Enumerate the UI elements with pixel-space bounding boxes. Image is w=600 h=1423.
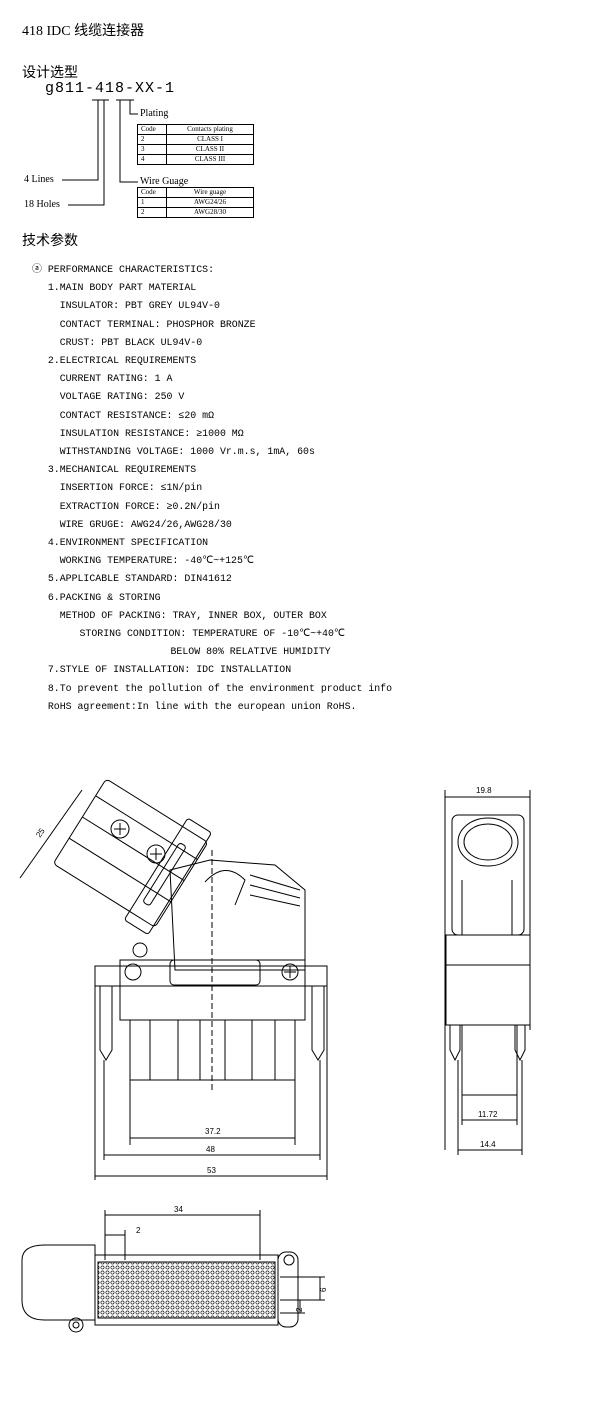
spec-line: INSULATOR: PBT GREY UL94V-0 <box>59 301 220 313</box>
spec-line: WORKING TEMPERATURE: -40℃~+125℃ <box>59 556 255 568</box>
bottom-dim-2b: 2 <box>295 1307 304 1312</box>
spec-line: METHOD OF PACKING: TRAY, INNER BOX, OUTE… <box>59 610 327 622</box>
spec-line: 1.MAIN BODY PART MATERIAL <box>47 283 197 295</box>
bottom-dim-6: 6 <box>319 1287 328 1292</box>
spec-line: WIRE GRUGE: AWG24/26,AWG28/30 <box>59 519 232 531</box>
spec-line: CURRENT RATING: 1 A <box>59 374 173 386</box>
performance-characteristics: ⓐ PERFORMANCE CHARACTERISTICS: 1.MAIN BO… <box>32 262 393 717</box>
spec-line: INSULATION RESISTANCE: ≥1000 MΩ <box>59 428 244 440</box>
spec-line: CRUST: PBT BLACK UL94V-0 <box>59 337 203 349</box>
spec-line: VOLTAGE RATING: 250 V <box>59 392 185 404</box>
spec-line: 7.STYLE OF INSTALLATION: IDC INSTALLATIO… <box>47 665 292 677</box>
spec-line: EXTRACTION FORCE: ≥0.2N/pin <box>59 501 220 513</box>
front-dim-53: 53 <box>207 1166 216 1175</box>
spec-line: 2.ELECTRICAL REQUIREMENTS <box>47 356 197 368</box>
part-number: g811-418-XX-1 <box>45 80 176 97</box>
wire-gauge-table: Code Wire guage 1 AWG24/26 2 AWG28/30 <box>137 187 254 218</box>
spec-line: WITHSTANDING VOLTAGE: 1000 Vr.m.s, 1mA, … <box>59 447 315 459</box>
spec-line: INSERTION FORCE: ≤1N/pin <box>59 483 203 495</box>
spec-line: ⓐ PERFORMANCE CHARACTERISTICS: <box>32 265 215 276</box>
selection-heading: 设计选型 <box>22 65 78 81</box>
spec-line: 4.ENVIRONMENT SPECIFICATION <box>47 538 209 550</box>
spec-line: 3.MECHANICAL REQUIREMENTS <box>47 465 197 477</box>
spec-line: STORING CONDITION: TEMPERATURE OF -10℃~+… <box>79 629 346 641</box>
spec-line: 8.To prevent the pollution of the enviro… <box>47 683 393 695</box>
front-view <box>19 779 328 1180</box>
table-cell: CLASS III <box>166 154 254 165</box>
spec-line: 6.PACKING & STORING <box>47 592 161 604</box>
side-dim-11-72: 11.72 <box>478 1110 498 1119</box>
holes-label: 18 Holes <box>24 199 60 210</box>
specs-heading: 技术参数 <box>22 233 78 249</box>
spec-line: RoHS agreement:In line with the european… <box>47 701 357 713</box>
bottom-dim-2: 2 <box>136 1226 141 1235</box>
lines-label: 4 Lines <box>24 174 54 185</box>
spec-line: BELOW 80% RELATIVE HUMIDITY <box>170 647 331 659</box>
part-number-leader-lines <box>62 99 138 206</box>
plating-label: Plating <box>140 108 169 119</box>
bottom-dim-34: 34 <box>174 1205 183 1214</box>
front-dim-48: 48 <box>206 1145 215 1154</box>
spec-line: 5.APPLICABLE STANDARD: DIN41612 <box>47 574 232 586</box>
front-dim-25: 25 <box>34 826 47 839</box>
table-cell: AWG28/30 <box>166 207 254 218</box>
bottom-view <box>21 1210 325 1333</box>
side-view <box>444 790 531 1155</box>
side-dim-19-8: 19.8 <box>476 786 492 795</box>
plating-table: Code Contacts plating 2 CLASS I 3 CLASS … <box>137 124 254 165</box>
side-dim-14-4: 14.4 <box>480 1140 496 1149</box>
front-dim-37-2: 37.2 <box>205 1127 221 1136</box>
spec-line: CONTACT RESISTANCE: ≤20 mΩ <box>59 410 215 422</box>
page-title: 418 IDC 线缆连接器 <box>22 24 145 39</box>
wire-gauge-label: Wire Guage <box>140 176 189 187</box>
spec-line: CONTACT TERMINAL: PHOSPHOR BRONZE <box>59 319 256 331</box>
